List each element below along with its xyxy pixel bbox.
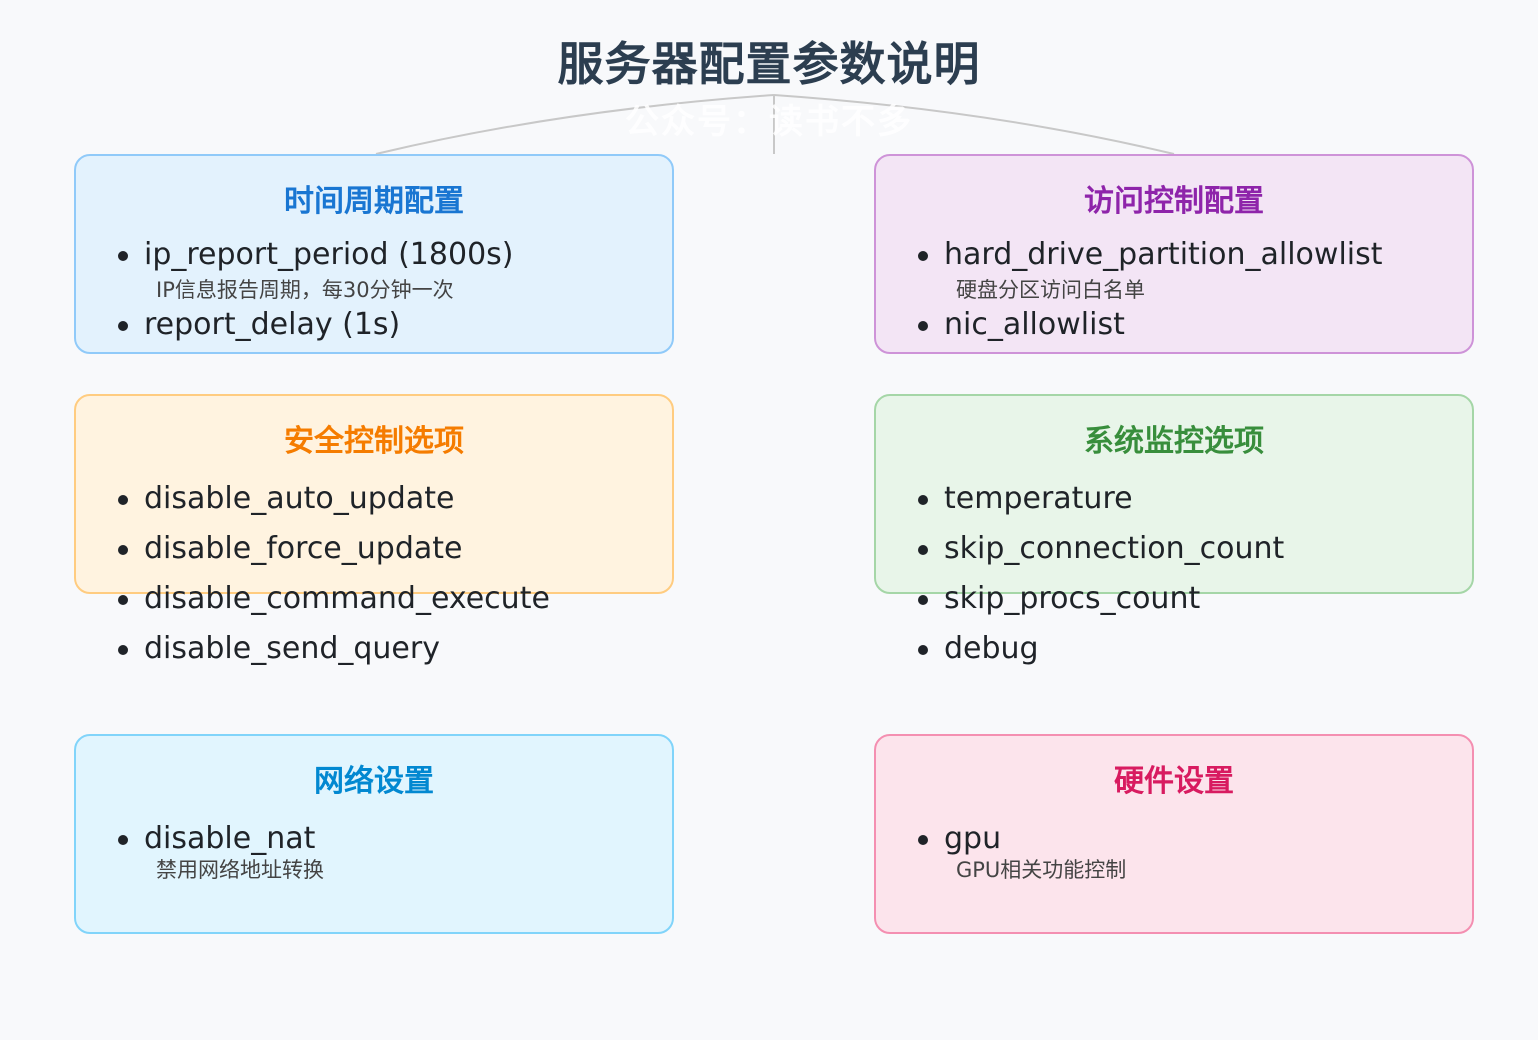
param-note: 硬盘分区访问白名单 [956, 278, 1145, 302]
param-note: IP信息报告周期，每30分钟一次 [156, 278, 454, 302]
param-item: temperature [916, 474, 1472, 524]
time-period-config-title: 时间周期配置 [284, 184, 464, 219]
param-item: disable_auto_update [116, 474, 672, 524]
param-item: disable_nat [116, 814, 672, 864]
param-note: 禁用网络地址转换 [156, 858, 324, 882]
page-title: 服务器配置参数说明 [557, 37, 981, 91]
param-item: ip_report_period (1800s) [116, 234, 672, 276]
param-item: disable_command_execute [116, 574, 672, 624]
security-control-options-title: 安全控制选项 [284, 424, 464, 459]
system-monitor-options-title: 系统监控选项 [1084, 424, 1264, 459]
param-item: gpu [916, 814, 1472, 864]
param-item: skip_procs_count [916, 574, 1472, 624]
watermark-text: 公众号：读书不多 [625, 102, 913, 142]
time-period-config-box: 时间周期配置 ip_report_period (1800s)IP信息报告周期，每… [74, 154, 674, 354]
network-settings-title: 网络设置 [314, 764, 434, 799]
param-item: disable_force_update [116, 524, 672, 574]
param-item: skip_connection_count [916, 524, 1472, 574]
hardware-settings-title: 硬件设置 [1114, 764, 1234, 799]
param-item: nic_allowlist [916, 304, 1472, 346]
param-item: debug [916, 624, 1472, 674]
connector-right [773, 94, 1175, 155]
param-item: disable_send_query [116, 624, 672, 674]
param-item: hard_drive_partition_allowlist [916, 234, 1472, 276]
param-item: report_delay (1s) [116, 304, 672, 346]
access-control-config-title: 访问控制配置 [1084, 184, 1264, 219]
param-note: GPU相关功能控制 [956, 858, 1127, 882]
connector-left [375, 94, 775, 155]
